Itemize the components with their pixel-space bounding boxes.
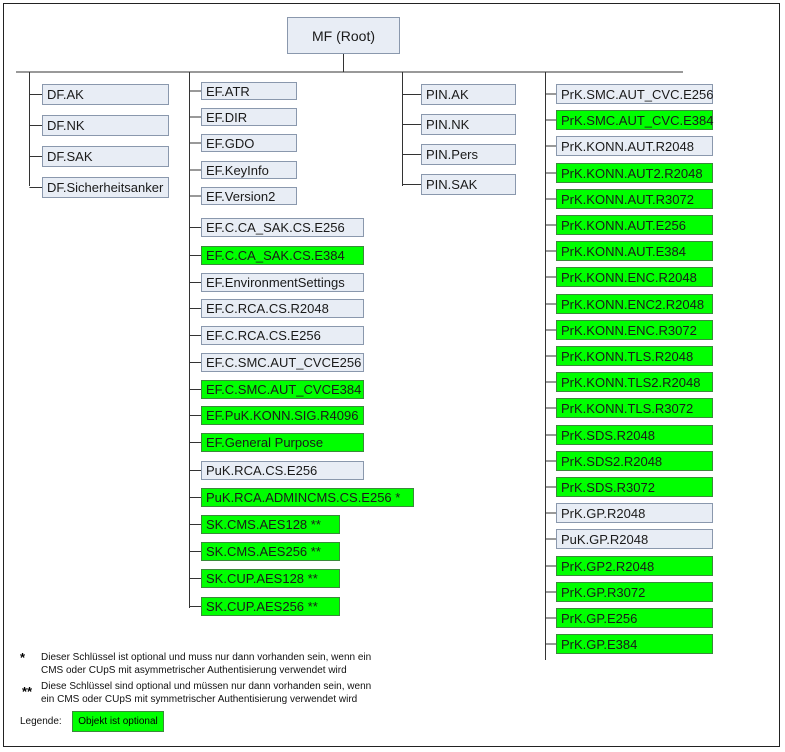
footnote-star-double: **	[22, 684, 33, 699]
node-prk-konn-tls-r2048: PrK.KONN.TLS.R2048	[556, 346, 713, 366]
node-prk-konn-aut-e256: PrK.KONN.AUT.E256	[556, 215, 713, 235]
node-ef-c-ca-sak-cs-e384: EF.C.CA_SAK.CS.E384	[201, 246, 364, 265]
node-prk-konn-enc-r2048: PrK.KONN.ENC.R2048	[556, 267, 713, 287]
node-sk-cup-aes128: SK.CUP.AES128 **	[201, 569, 340, 588]
node-prk-konn-enc2-r2048: PrK.KONN.ENC2.R2048	[556, 294, 713, 314]
footnote-star-single: *	[20, 650, 26, 665]
node-sk-cms-aes128: SK.CMS.AES128 **	[201, 515, 340, 534]
legend-label: Legende:	[20, 716, 62, 727]
node-sk-cms-aes256: SK.CMS.AES256 **	[201, 542, 340, 561]
node-prk-smc-aut-cvc-e256: PrK.SMC.AUT_CVC.E256	[556, 84, 713, 104]
footnote-single-line1: Dieser Schlüssel ist optional und muss n…	[41, 652, 372, 663]
node-prk-konn-aut-r3072: PrK.KONN.AUT.R3072	[556, 189, 713, 209]
node-ef-c-smc-aut-cvce384: EF.C.SMC.AUT_CVCE384	[201, 380, 364, 399]
footnote-double: Diese Schlüssel sind optional und müssen…	[41, 680, 371, 706]
node-ef-atr: EF.ATR	[201, 82, 297, 100]
node-prk-gp-e256: PrK.GP.E256	[556, 608, 713, 628]
node-pin-ak: PIN.AK	[421, 84, 516, 105]
node-prk-konn-tls2-r2048: PrK.KONN.TLS2.R2048	[556, 372, 713, 392]
node-prk-sds2-r2048: PrK.SDS2.R2048	[556, 451, 713, 471]
node-puk-gp-r2048: PuK.GP.R2048	[556, 529, 713, 549]
node-prk-gp-e384: PrK.GP.E384	[556, 634, 713, 654]
node-prk-konn-aut2-r2048: PrK.KONN.AUT2.R2048	[556, 163, 713, 183]
root-node: MF (Root)	[287, 17, 400, 54]
footnote-double-line1: Diese Schlüssel sind optional und müssen…	[41, 681, 372, 692]
node-ef-keyinfo: EF.KeyInfo	[201, 161, 297, 179]
node-prk-konn-enc-r3072: PrK.KONN.ENC.R3072	[556, 320, 713, 340]
node-ef-version2: EF.Version2	[201, 187, 297, 205]
footnote-single: Dieser Schlüssel ist optional und muss n…	[41, 651, 371, 677]
node-ef-environmentsettings: EF.EnvironmentSettings	[201, 273, 364, 292]
node-pin-nk: PIN.NK	[421, 114, 516, 135]
node-ef-gdo: EF.GDO	[201, 134, 297, 152]
node-prk-gp2-r2048: PrK.GP2.R2048	[556, 556, 713, 576]
footnote-single-line2: CMS oder CUpS mit asymmetrischer Authent…	[41, 665, 347, 676]
node-df-sak: DF.SAK	[42, 146, 169, 167]
node-pin-sak: PIN.SAK	[421, 174, 516, 195]
node-df-nk: DF.NK	[42, 115, 169, 136]
node-prk-gp-r2048: PrK.GP.R2048	[556, 503, 713, 523]
node-puk-rca-cs-e256: PuK.RCA.CS.E256	[201, 461, 364, 480]
node-ef-general-purpose: EF.General Purpose	[201, 433, 364, 452]
node-prk-smc-aut-cvc-e384: PrK.SMC.AUT_CVC.E384	[556, 110, 713, 130]
legend-optional-swatch: Objekt ist optional	[72, 711, 164, 732]
node-prk-konn-tls-r3072: PrK.KONN.TLS.R3072	[556, 398, 713, 418]
node-puk-rca-admincms-cs-e256: PuK.RCA.ADMINCMS.CS.E256 *	[201, 488, 414, 507]
node-ef-c-rca-cs-e256: EF.C.RCA.CS.E256	[201, 326, 364, 345]
node-ef-c-rca-cs-r2048: EF.C.RCA.CS.R2048	[201, 299, 364, 318]
node-ef-c-smc-aut-cvce256: EF.C.SMC.AUT_CVCE256	[201, 353, 364, 372]
node-df-sicherheitsanker: DF.Sicherheitsanker	[42, 177, 169, 198]
node-pin-pers: PIN.Pers	[421, 144, 516, 165]
node-prk-konn-aut-r2048: PrK.KONN.AUT.R2048	[556, 136, 713, 156]
node-prk-konn-aut-e384: PrK.KONN.AUT.E384	[556, 241, 713, 261]
node-sk-cup-aes256: SK.CUP.AES256 **	[201, 597, 340, 616]
node-ef-puk-konn-sig-r4096: EF.PuK.KONN.SIG.R4096	[201, 406, 364, 425]
node-ef-c-ca-sak-cs-e256: EF.C.CA_SAK.CS.E256	[201, 218, 364, 237]
node-prk-sds-r2048: PrK.SDS.R2048	[556, 425, 713, 445]
node-prk-gp-r3072: PrK.GP.R3072	[556, 582, 713, 602]
node-ef-dir: EF.DIR	[201, 108, 297, 126]
node-prk-sds-r3072: PrK.SDS.R3072	[556, 477, 713, 497]
node-df-ak: DF.AK	[42, 84, 169, 105]
diagram-frame	[3, 3, 780, 747]
footnote-double-line2: ein CMS oder CUpS mit symmetrischer Auth…	[41, 694, 358, 705]
